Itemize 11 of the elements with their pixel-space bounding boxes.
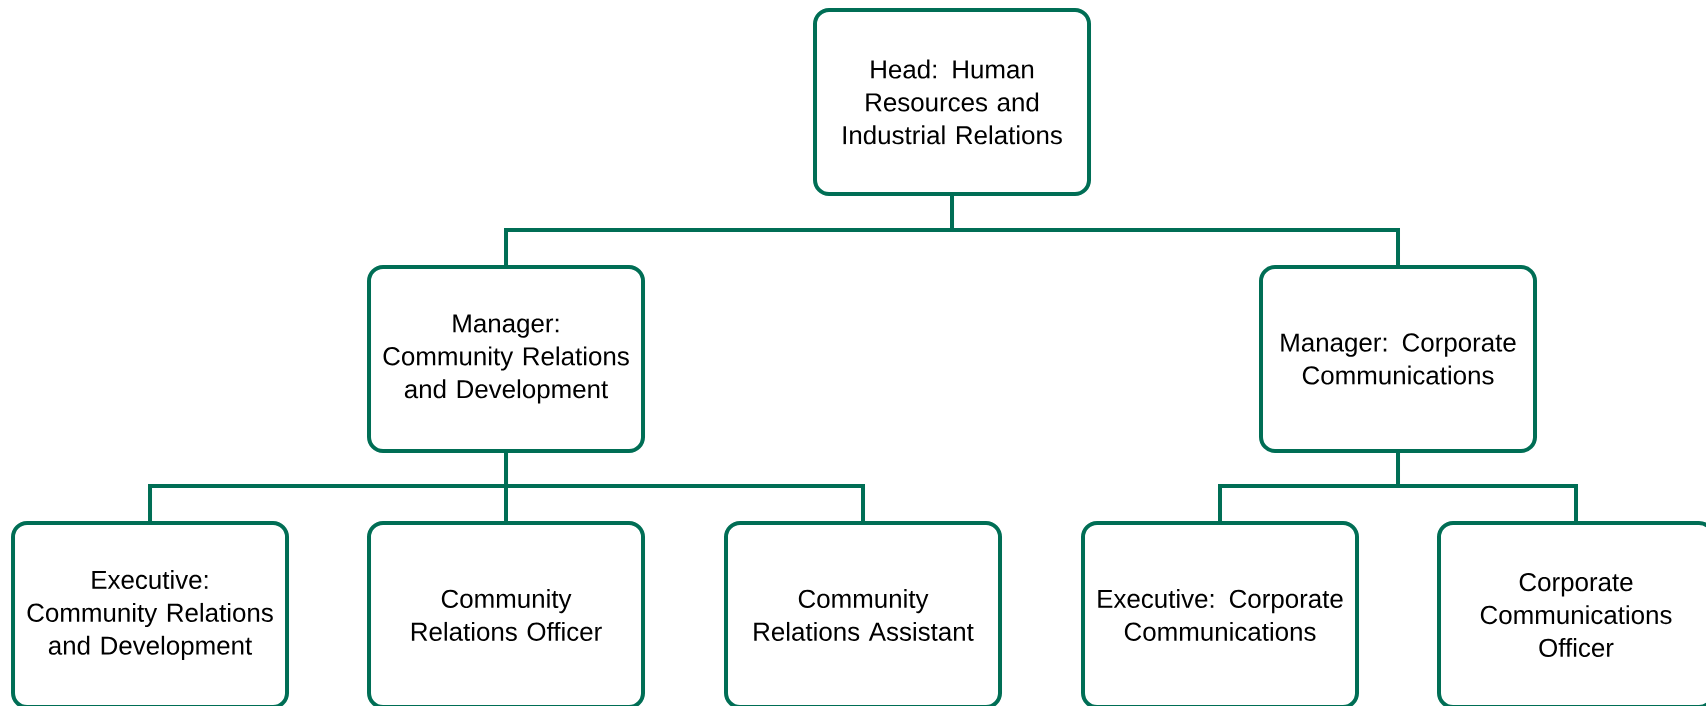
org-box: Executive: Corporate Communications xyxy=(1081,521,1359,706)
org-box: Corporate Communications Officer xyxy=(1437,521,1706,706)
connector-line xyxy=(950,196,1400,265)
connector-line xyxy=(504,453,865,521)
org-box: Community Relations Assistant xyxy=(724,521,1002,706)
org-box: Head: Human Resources and Industrial Relations xyxy=(813,8,1091,196)
org-box: Manager: Community Relations and Development xyxy=(367,265,645,453)
org-box: Community Relations Officer xyxy=(367,521,645,706)
org-box: Manager: Corporate Communications xyxy=(1259,265,1537,453)
connector-line xyxy=(1396,453,1578,521)
org-box: Executive: Community Relations and Development xyxy=(11,521,289,706)
